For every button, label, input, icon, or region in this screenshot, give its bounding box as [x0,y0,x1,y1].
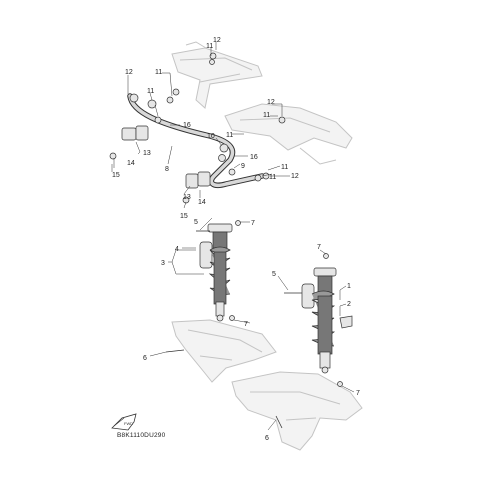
link-rod-upper [129,93,174,124]
callout-12: 12 [125,69,133,76]
callout-13: 13 [143,150,151,157]
callout-15: 15 [112,172,120,179]
ghost-upper-arm-top [171,41,263,109]
callout-2: 2 [347,301,351,308]
small-hardware [109,52,286,204]
callout-14: 14 [127,160,135,167]
callout-11: 11 [206,43,213,50]
callout-15: 15 [180,213,188,220]
callout-3: 3 [161,260,165,267]
shock-absorber-left [199,223,233,322]
callout-14: 14 [198,199,206,206]
callout-16: 16 [250,154,258,161]
callout-11: 11 [263,112,270,119]
callout-9: 9 [241,163,245,170]
callout-11: 11 [269,174,276,181]
callout-16: 16 [183,122,191,129]
ghost-upper-arm-right [224,103,353,165]
diagram-code: B8K1110DU290 [117,432,166,439]
bushing-left-lower [185,171,211,189]
callout-11: 11 [147,88,154,95]
leader-lines [111,42,355,431]
callout-labels: 11 12 12 11 11 16 12 11 13 14 15 8 10 11… [112,37,360,442]
callout-8: 8 [165,166,169,173]
callout-11: 11 [155,69,162,76]
callout-7: 7 [356,390,360,397]
callout-12: 12 [291,173,299,180]
callout-10: 10 [207,133,215,140]
front-direction-arrow-icon: FWD [111,413,137,431]
callout-1: 1 [347,283,351,290]
callout-12: 12 [213,37,221,44]
callout-6: 6 [265,435,269,442]
callout-5: 5 [194,219,198,226]
callout-11: 11 [281,164,288,171]
bushing-left-upper [121,125,149,141]
callout-12: 12 [267,99,275,106]
callout-5: 5 [272,271,276,278]
callout-7: 7 [244,321,248,328]
shock-bolts [165,220,343,429]
ghost-lower-arm-left [171,319,277,383]
shock-absorber-right [301,267,353,374]
stabilizer-bar [127,93,265,189]
callout-6: 6 [143,355,147,362]
svg-text:FWD: FWD [124,421,133,426]
callout-11: 11 [226,132,233,139]
callout-7: 7 [251,220,255,227]
callout-13: 13 [183,194,191,201]
callout-7: 7 [317,244,321,251]
ghost-lower-arm-right [231,371,363,451]
callout-4: 4 [175,246,179,253]
